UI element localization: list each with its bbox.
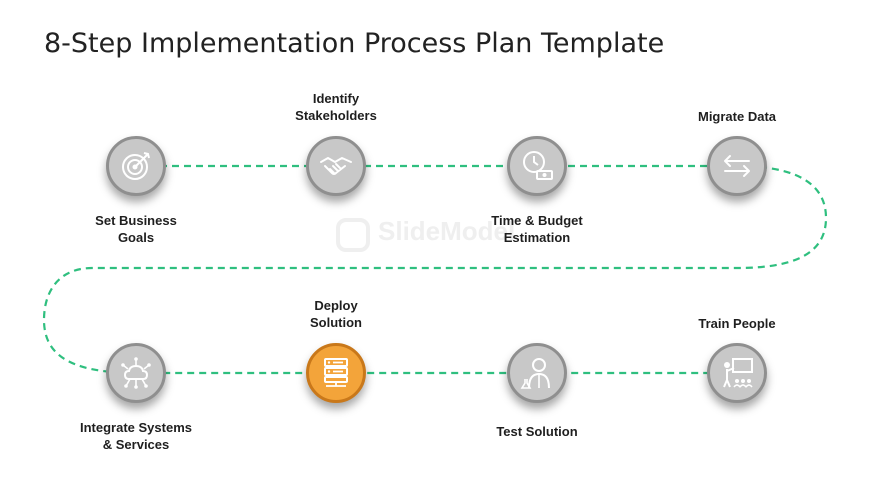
step-2-label: Identify Stakeholders — [295, 91, 377, 123]
server-icon — [324, 358, 348, 387]
cloud-network-icon — [121, 357, 151, 389]
step-1-label: Set Business Goals — [95, 213, 177, 245]
step-2-node — [306, 136, 366, 196]
arrows-exchange-icon — [724, 155, 750, 177]
handshake-icon — [320, 157, 352, 175]
step-6-label: Deploy Solution — [310, 298, 362, 330]
page-title: 8-Step Implementation Process Plan Templ… — [44, 28, 665, 59]
step-3-label: Time & Budget Estimation — [491, 213, 583, 245]
step-5-node — [106, 343, 166, 403]
step-7-label: Test Solution — [496, 424, 578, 439]
scientist-icon — [520, 358, 550, 389]
watermark-logo-icon — [336, 218, 370, 252]
step-5-label: Integrate Systems & Services — [80, 420, 192, 452]
watermark-text: SlideModel — [378, 216, 516, 246]
target-icon — [122, 152, 150, 180]
clock-money-icon — [523, 151, 553, 180]
step-6-node — [306, 343, 366, 403]
step-7-node — [507, 343, 567, 403]
presenter-icon — [723, 358, 753, 388]
step-8-label: Train People — [698, 316, 776, 331]
step-3-node — [507, 136, 567, 196]
step-4-label: Migrate Data — [697, 109, 777, 124]
step-8-node — [707, 343, 767, 403]
step-1-node — [106, 136, 166, 196]
step-4-node — [707, 136, 767, 196]
